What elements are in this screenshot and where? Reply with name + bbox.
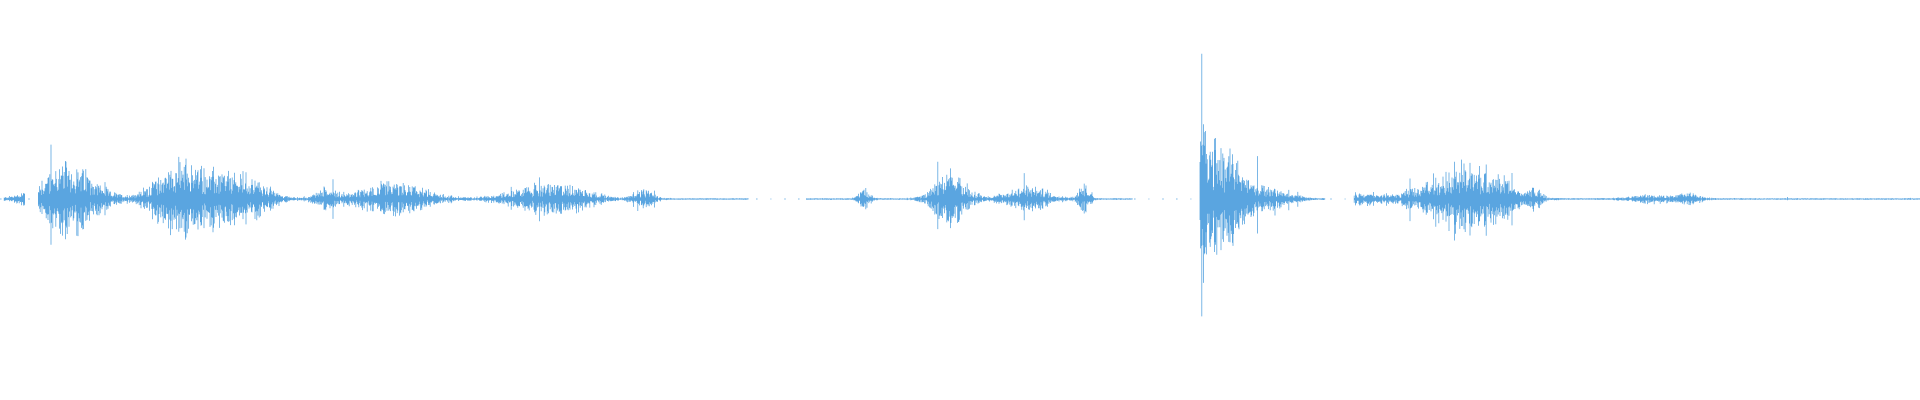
waveform-path: [0, 53, 1920, 317]
